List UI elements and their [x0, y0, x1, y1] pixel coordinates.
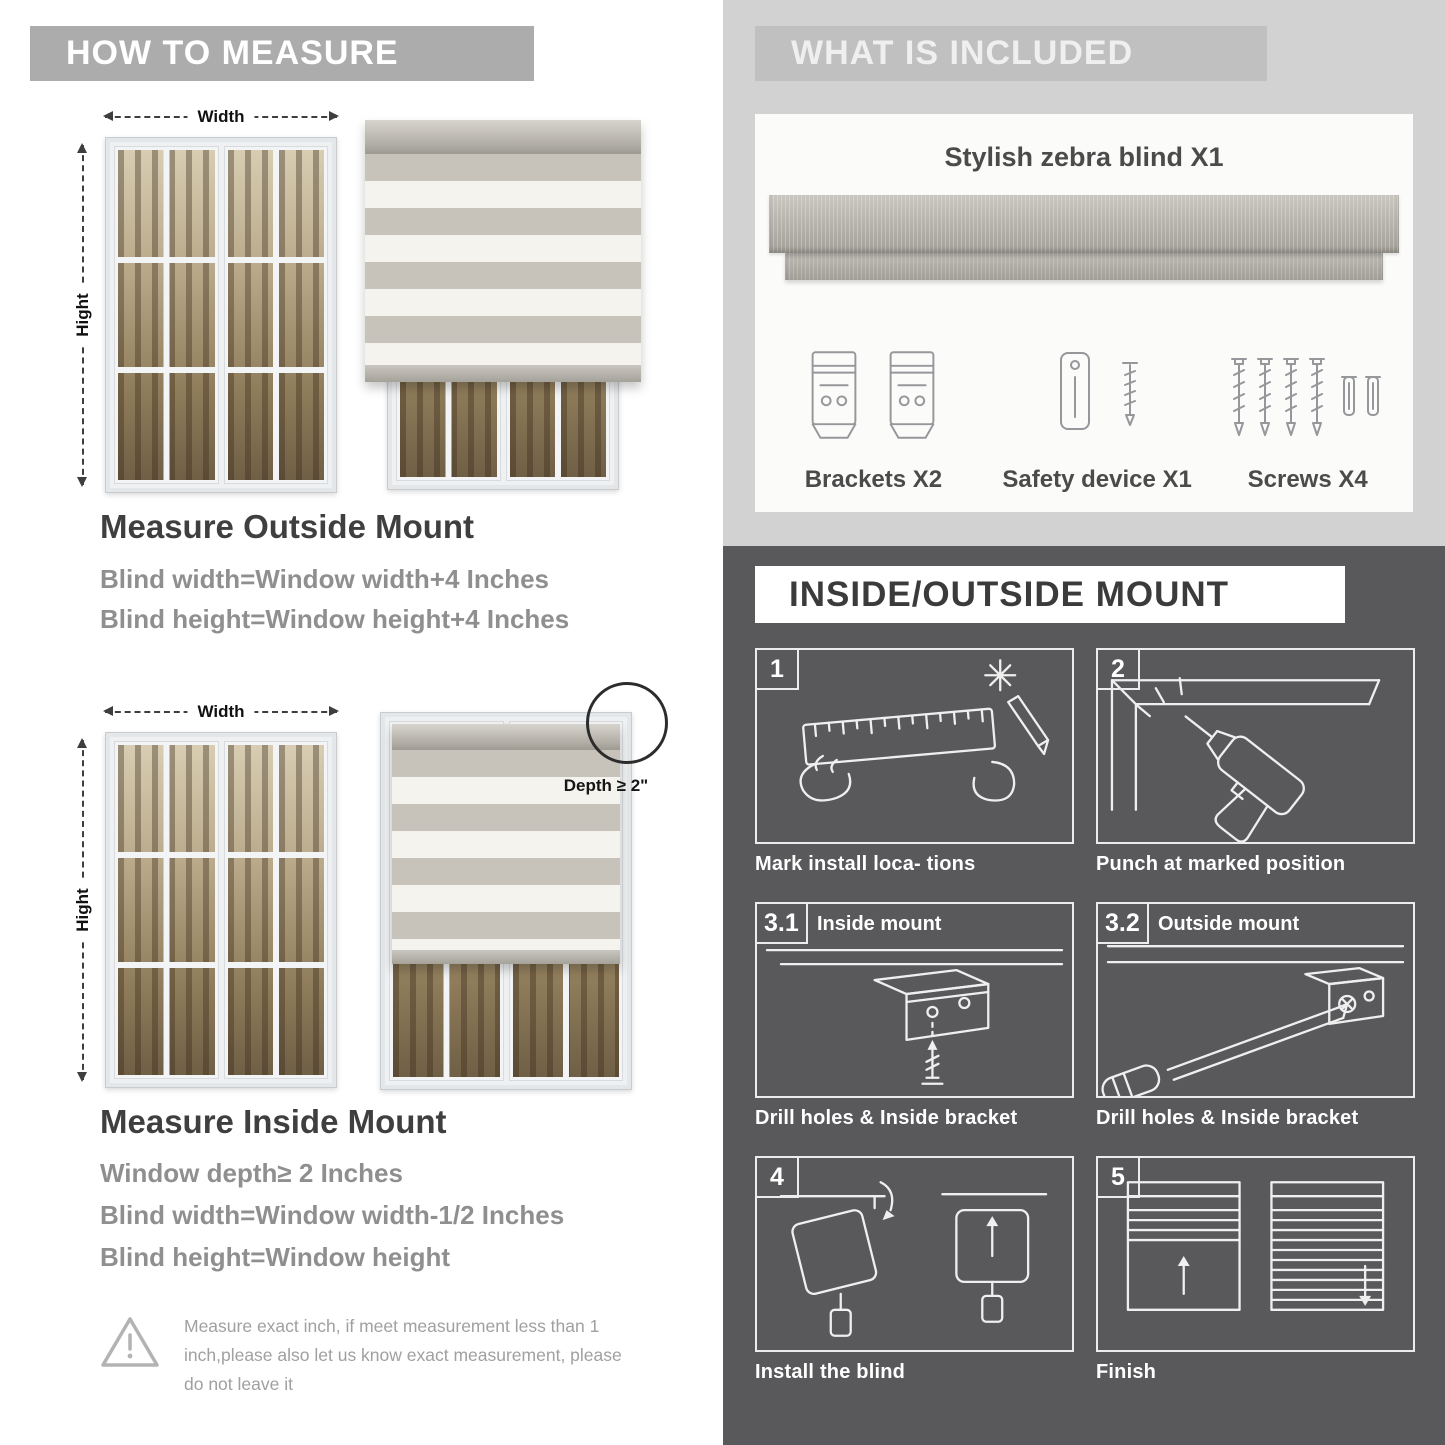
step-number: 3.1	[757, 904, 808, 944]
height-label: Hight	[72, 283, 94, 347]
step-number: 3.2	[1098, 904, 1149, 944]
safety-device-icon	[1060, 352, 1139, 430]
blind-headrail	[365, 120, 641, 154]
inside-bracket-illustration	[765, 949, 1064, 1085]
width-arrow: Width	[103, 106, 339, 128]
step-caption: Mark install loca- tions	[755, 853, 976, 875]
step-box: 1	[755, 648, 1074, 844]
height-label: Hight	[72, 878, 94, 942]
outside-mount-title: Measure Outside Mount	[100, 508, 475, 545]
headrail-valance	[785, 253, 1383, 280]
step-label: Inside mount	[817, 913, 942, 935]
included-panel: Stylish zebra blind X1	[755, 114, 1413, 512]
window-sash	[114, 146, 219, 484]
zebra-blind	[392, 724, 620, 964]
what-is-included-banner: WHAT IS INCLUDED	[755, 26, 1267, 81]
step-caption: Finish	[1096, 1361, 1157, 1383]
included-item-label: Safety device X1	[1002, 466, 1192, 493]
step-label: Outside mount	[1158, 913, 1300, 935]
safety-device-cell	[992, 332, 1203, 458]
width-label: Width	[187, 701, 255, 723]
bracket-icon	[890, 351, 935, 439]
included-section: WHAT IS INCLUDED Stylish zebra blind X1	[723, 0, 1445, 546]
included-item-label: Screws X4	[1247, 466, 1368, 493]
window-sash	[223, 741, 328, 1079]
install-blind-illustration	[779, 1181, 1048, 1337]
depth-label: Depth ≥ 2"	[563, 776, 649, 795]
step-number: 4	[757, 1158, 799, 1198]
hardware-row	[755, 332, 1413, 458]
inside-mount-blind-illustration: Depth ≥ 2"	[380, 682, 668, 1090]
step-number: 2	[1098, 650, 1140, 690]
included-item-label: Brackets X2	[804, 466, 943, 493]
steps-grid: 1 Mark install loca- tions	[755, 648, 1415, 1384]
window-sash	[223, 146, 328, 484]
mount-section: INSIDE/OUTSIDE MOUNT 1	[723, 546, 1445, 1445]
outside-mount-blind-illustration	[365, 120, 641, 490]
outside-bracket-illustration	[1101, 945, 1405, 1096]
hardware-labels: Brackets X2 Safety device X1 Screws X4	[755, 466, 1413, 494]
step-caption: Install the blind	[755, 1361, 906, 1383]
zebra-blind	[365, 120, 641, 382]
step-box: 3.2 Outside mount	[1096, 902, 1415, 1098]
measure-note-text: Measure exact inch, if meet measurement …	[184, 1316, 622, 1394]
brackets-cell	[755, 332, 992, 458]
step-number: 1	[757, 650, 799, 690]
blind-bottomrail	[365, 365, 641, 382]
width-label: Width	[187, 106, 255, 128]
height-arrow: Hight	[72, 738, 94, 1082]
step-number: 5	[1098, 1158, 1140, 1198]
blind-headrail	[392, 724, 620, 750]
step-box: 4	[755, 1156, 1074, 1352]
measure-note: Measure exact inch, if meet measurement …	[98, 1312, 658, 1399]
inside-mount-line-3: Blind height=Window height	[100, 1242, 450, 1272]
window-sash	[114, 741, 219, 1079]
blind-zebra-stripes	[365, 154, 641, 365]
step-tile: 3.2 Outside mount	[1096, 902, 1415, 1130]
step-tile: 5 Finish	[1096, 1156, 1415, 1384]
blind-zebra-stripes	[392, 750, 620, 950]
inside-mount-line-2: Blind width=Window width-1/2 Inches	[100, 1200, 565, 1230]
step-tile: 3.1 Inside mount	[755, 902, 1074, 1130]
window-illustration-outside	[105, 137, 337, 493]
warning-icon	[101, 1317, 159, 1367]
step-caption: Drill holes & Inside bracket	[1096, 1107, 1359, 1129]
window-illustration-inside	[105, 732, 337, 1088]
inside-mount-line-1: Window depth≥ 2 Inches	[100, 1158, 403, 1188]
inside-outside-mount-banner: INSIDE/OUTSIDE MOUNT	[755, 566, 1345, 623]
finish-illustration	[1126, 1181, 1385, 1311]
height-arrow: Hight	[72, 143, 94, 487]
blind-bottomrail	[392, 950, 620, 964]
step-caption: Drill holes & Inside bracket	[755, 1107, 1018, 1129]
step-box: 2	[1096, 648, 1415, 844]
step-box: 5	[1096, 1156, 1415, 1352]
mark-locations-illustration	[799, 659, 1050, 802]
screws-icon	[1230, 358, 1381, 436]
step-tile: 4	[755, 1156, 1074, 1384]
step-tile: 1 Mark install loca- tions	[755, 648, 1074, 876]
step-tile: 2	[1096, 648, 1415, 876]
bracket-icon	[812, 351, 857, 439]
width-arrow: Width	[103, 701, 339, 723]
how-to-measure-banner: HOW TO MEASURE	[30, 26, 534, 81]
step-caption: Punch at marked position	[1096, 853, 1346, 875]
inside-mount-title: Measure Inside Mount	[100, 1103, 447, 1140]
product-title: Stylish zebra blind X1	[944, 142, 1224, 172]
headrail-top	[769, 195, 1399, 253]
drill-illustration	[1110, 677, 1381, 842]
step-box: 3.1 Inside mount	[755, 902, 1074, 1098]
outside-mount-line-1: Blind width=Window width+4 Inches	[100, 564, 549, 594]
depth-annotation-circle	[586, 682, 668, 764]
outside-mount-line-2: Blind height=Window height+4 Inches	[100, 604, 570, 634]
zebra-blind-headrail-illustration	[767, 195, 1401, 280]
screws-cell	[1202, 332, 1413, 458]
